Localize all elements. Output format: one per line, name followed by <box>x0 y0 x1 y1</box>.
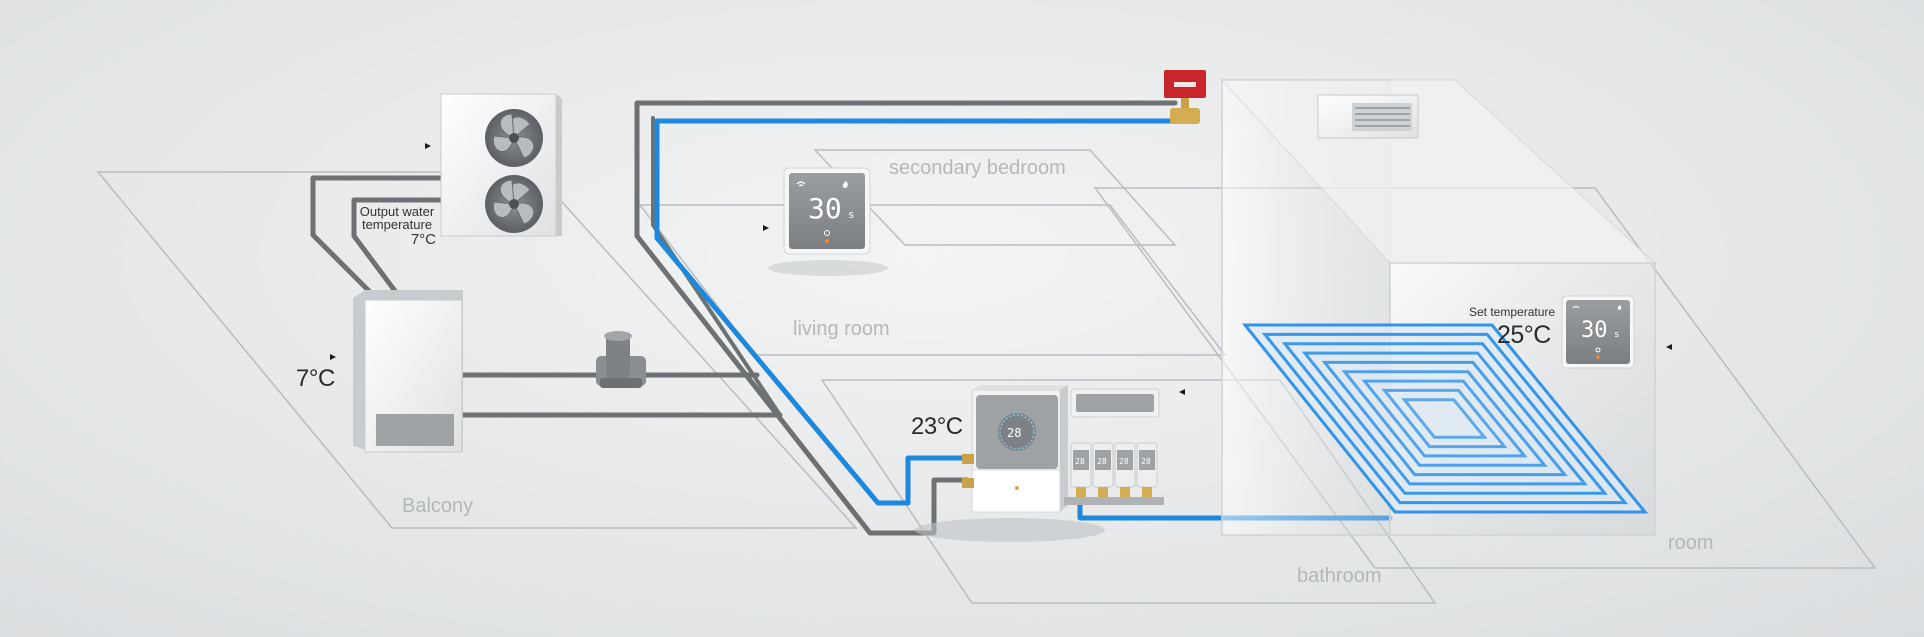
floor-heating-loop <box>1321 360 1568 477</box>
play-marker-icon <box>1666 344 1672 350</box>
actuator-screen <box>1117 450 1133 470</box>
play-marker-icon <box>1179 389 1185 395</box>
actuator: 28 <box>1114 442 1136 499</box>
secondary-bedroom-zone <box>813 149 1177 246</box>
fan-coil-unit <box>1317 94 1419 139</box>
heatpump-output-temp: 7°C <box>410 231 436 248</box>
actuator-valve <box>1076 487 1086 499</box>
actuator-display: 28 <box>1119 457 1129 466</box>
room-set-temp: 25°C <box>1497 321 1551 349</box>
pipe-filter <box>596 331 646 388</box>
floor-heating-loop <box>1341 370 1548 467</box>
actuator-valve <box>1120 487 1130 499</box>
balcony-zone <box>96 171 858 529</box>
living-room-zone <box>638 204 1227 356</box>
heatpump-output-label-line2: temperature <box>361 217 433 232</box>
manifold-display: 28 <box>1007 426 1021 440</box>
inner-return-pipe <box>651 116 782 417</box>
bedroom-thermostat <box>768 167 888 276</box>
bedroom-thermostat-display: 30 <box>808 192 842 225</box>
bedroom-thermostat-wifi-icon <box>796 181 806 187</box>
floor-heating-loop <box>1381 388 1508 449</box>
play-marker-icon <box>330 354 336 360</box>
actuator: 28 <box>1136 442 1158 499</box>
actuator: 28 <box>1092 442 1114 499</box>
heatpump-output-label-line1: Output water <box>359 204 435 219</box>
manifold-temp: 23°C <box>911 413 963 440</box>
heat-pump-unit <box>440 93 562 237</box>
room-thermostat-wifi-icon <box>1572 305 1580 309</box>
actuator: 28 <box>1070 442 1092 499</box>
room-thermostat-flame-icon <box>1617 305 1622 310</box>
indoor-boiler-unit <box>353 290 463 453</box>
actuator-display: 28 <box>1141 457 1151 466</box>
actuator-screen <box>1073 450 1089 470</box>
actuator-valve <box>1098 487 1108 499</box>
actuator-screen <box>1095 450 1111 470</box>
manifold-bar <box>1064 497 1164 505</box>
zone-control-box <box>1070 388 1160 418</box>
room-thermostat-unit: s <box>1614 330 1619 340</box>
manifold-actuators: 28 28 28 28 <box>1064 442 1164 505</box>
manifold-controller <box>915 385 1105 542</box>
room-thermostat <box>1561 295 1635 369</box>
heatpump-output-label: Output water temperature 7°C <box>352 205 442 249</box>
actuator-screen <box>1139 450 1155 470</box>
floor-heating-loop <box>1241 323 1649 514</box>
heatpump-return-pipe-b <box>351 197 448 298</box>
floor-heating-loop <box>1281 342 1608 495</box>
floor-heating-coil <box>1241 323 1649 514</box>
zone-label-balcony: Balcony <box>402 495 474 517</box>
bedroom-thermostat-flame-icon <box>842 181 848 188</box>
fan-bottom-icon <box>485 175 543 233</box>
play-marker-icon <box>763 225 769 231</box>
fan-top-icon <box>485 109 543 167</box>
room-set-temp-label: Set temperature <box>1469 305 1556 319</box>
zone-label-living-room: living room <box>793 318 890 340</box>
boiler-temp: 7°C <box>296 365 335 392</box>
floor-heating-loop <box>1301 351 1588 486</box>
bedroom-thermostat-unit: s <box>848 208 855 221</box>
floor-heating-loop <box>1261 332 1629 505</box>
main-return-pipe <box>634 100 1178 536</box>
pointer-markers <box>330 143 1672 395</box>
main-supply-pipe <box>654 118 1178 506</box>
heatpump-return-pipe-a <box>310 175 448 303</box>
floor-heating-loop <box>1361 379 1528 458</box>
actuator-valve <box>1142 487 1152 499</box>
actuator-display: 28 <box>1075 457 1085 466</box>
play-marker-icon <box>425 143 431 149</box>
zone-label-secondary-bedroom: secondary bedroom <box>889 157 1066 179</box>
actuator-display: 28 <box>1097 457 1107 466</box>
zone-label-room: room <box>1668 532 1714 554</box>
room-thermostat-display: 30 <box>1581 318 1608 343</box>
floor-heating-loop <box>1401 398 1488 439</box>
motorized-valve <box>1164 70 1206 124</box>
zone-label-bathroom: bathroom <box>1297 565 1382 587</box>
